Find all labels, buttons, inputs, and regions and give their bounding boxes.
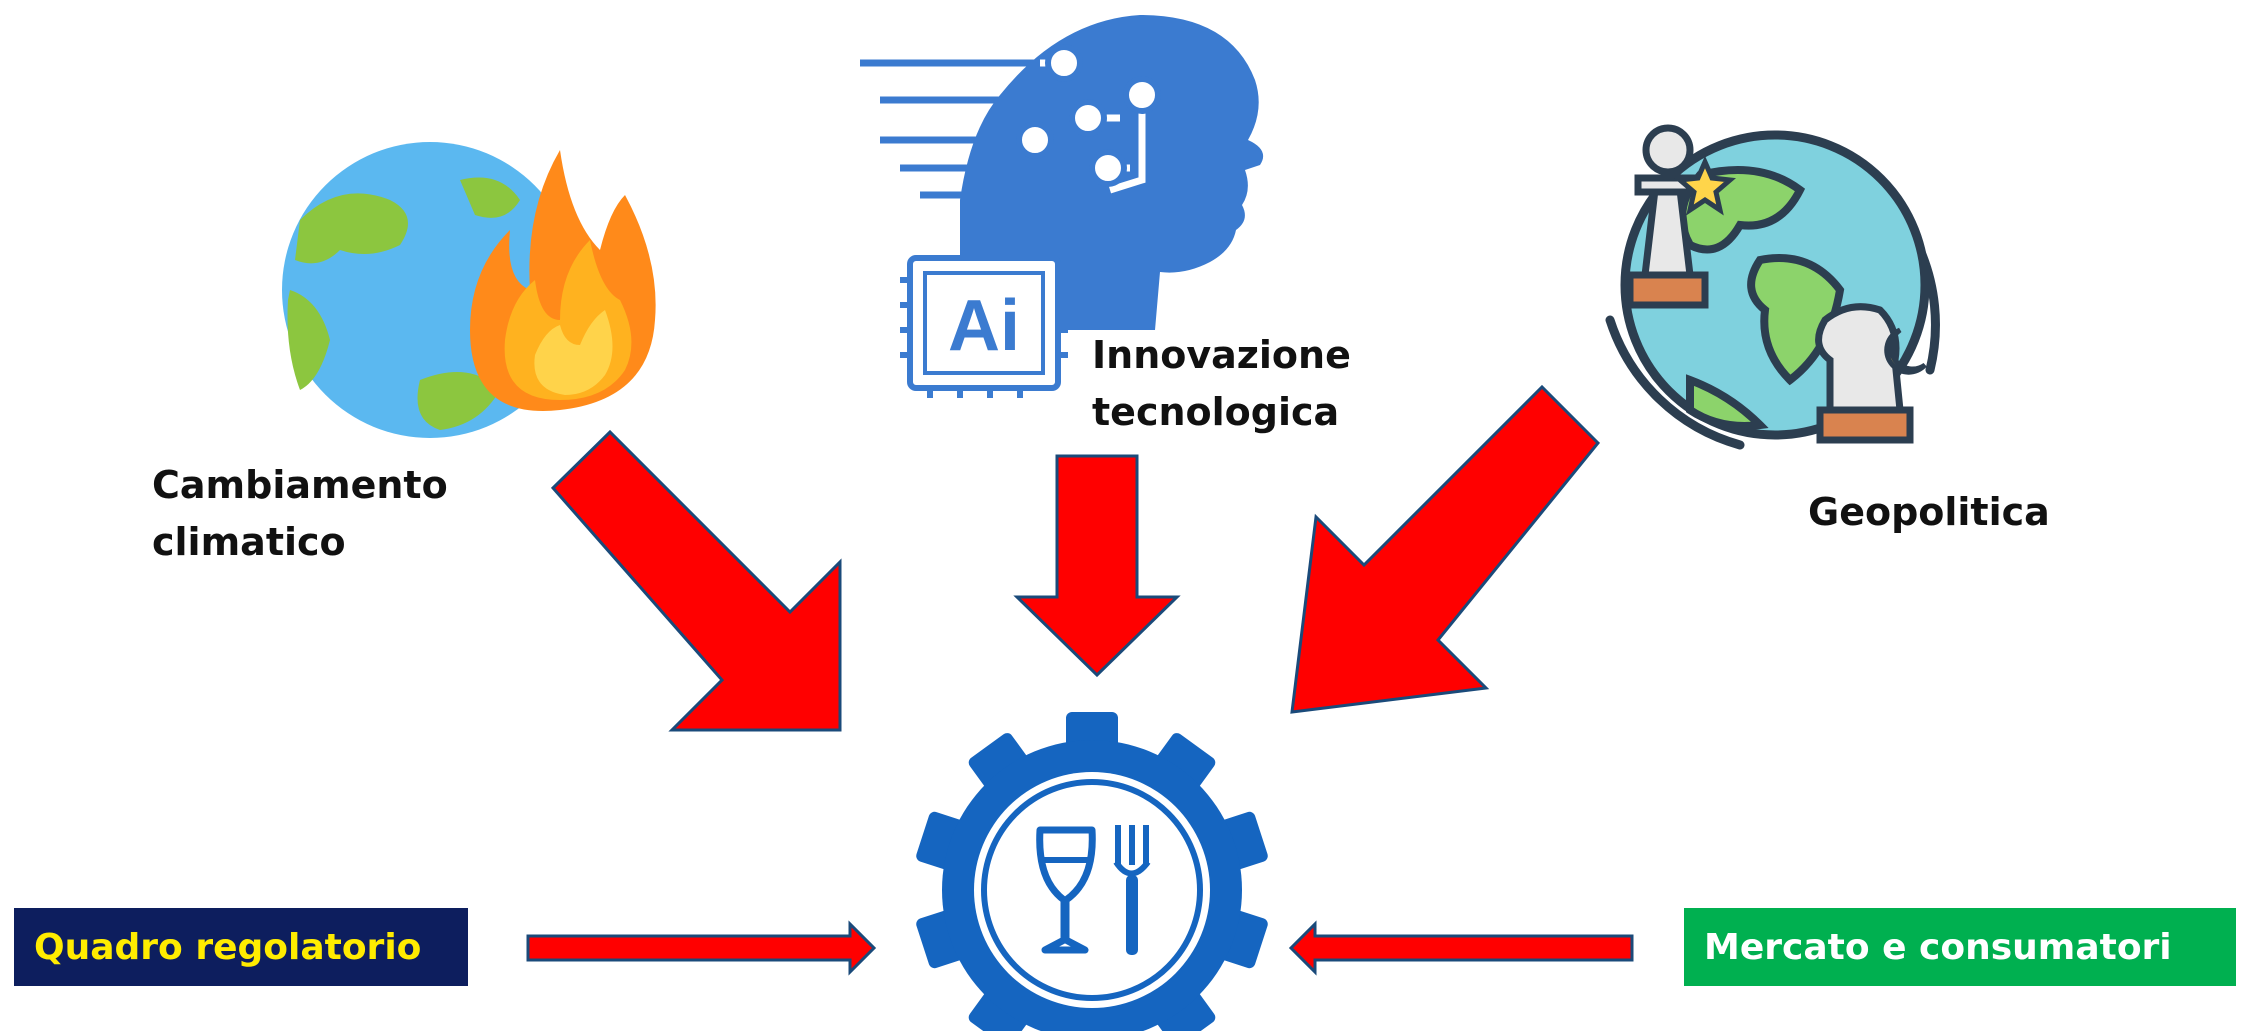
ai-head-icon: Ai — [860, 15, 1264, 398]
market-consumers-text: Mercato e consumatori — [1704, 926, 2172, 968]
label-geopolitics: Geopolitica — [1808, 490, 2050, 534]
market-consumers-box: Mercato e consumatori — [1684, 908, 2236, 986]
chip-text: Ai — [948, 286, 1020, 366]
arrow-market — [1288, 920, 1634, 976]
regulatory-framework-box: Quadro regolatorio — [14, 908, 468, 986]
arrow-climate — [550, 429, 842, 732]
geopolitics-globe-icon — [1605, 124, 1940, 450]
burning-earth-icon — [282, 142, 656, 438]
regulatory-framework-text: Quadro regolatorio — [34, 926, 422, 968]
arrow-innovation — [1013, 454, 1181, 678]
label-tech-innovation: Innovazione tecnologica — [1092, 333, 1351, 434]
label-climate-change: Cambiamento climatico — [152, 463, 448, 564]
food-gear-icon — [916, 712, 1268, 1031]
arrow-geopolitics — [1290, 384, 1601, 714]
arrow-regulatory — [526, 920, 877, 976]
